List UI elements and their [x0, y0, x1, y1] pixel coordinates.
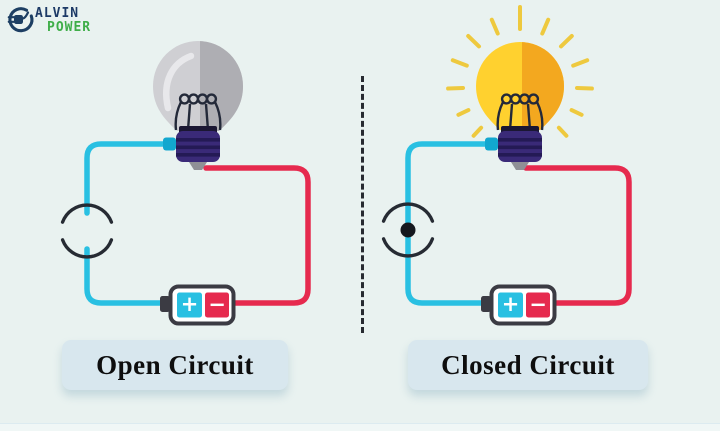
bulb-on-icon: [476, 42, 564, 170]
bulb-base: [163, 126, 220, 170]
bulb-highlight: [163, 52, 195, 112]
positive-wire: [405, 141, 497, 306]
bulb-base: [485, 126, 542, 170]
plus-sign: +: [502, 292, 520, 316]
closed-circuit-text: Closed Circuit: [441, 349, 615, 380]
positive-wire: [84, 141, 175, 306]
open-switch-icon: [60, 203, 114, 259]
positive-terminal: [177, 292, 202, 318]
filament: [496, 93, 544, 131]
open-circuit-panel: + −: [60, 41, 311, 326]
open-circuit-text: Open Circuit: [96, 349, 254, 380]
minus-sign: −: [208, 293, 226, 317]
bulb-off-icon: [153, 41, 243, 170]
bottom-edge-strip: [0, 423, 720, 431]
switch-contact-dot: [400, 222, 416, 238]
negative-terminal: [205, 292, 229, 318]
positive-terminal: [498, 292, 523, 318]
alvin-power-logo: ALVIN POWER: [5, 3, 91, 35]
brand-name-alvin: ALVIN: [35, 6, 80, 21]
label-closed-circuit: Closed Circuit: [408, 340, 648, 390]
brand-name-power: POWER: [47, 20, 92, 35]
negative-wire: [523, 165, 632, 306]
dashed-divider: [361, 76, 364, 333]
battery-icon: + −: [481, 284, 557, 326]
negative-terminal: [526, 292, 550, 318]
minus-sign: −: [529, 293, 547, 317]
negative-wire: [203, 165, 311, 306]
plus-sign: +: [181, 292, 199, 316]
battery-icon: + −: [160, 284, 236, 326]
closed-switch-icon: [381, 202, 435, 258]
closed-circuit-panel: + −: [381, 5, 632, 326]
filament: [174, 93, 222, 131]
label-open-circuit: Open Circuit: [62, 340, 288, 390]
glow-rays: [446, 5, 594, 138]
plug-icon: [7, 7, 34, 33]
